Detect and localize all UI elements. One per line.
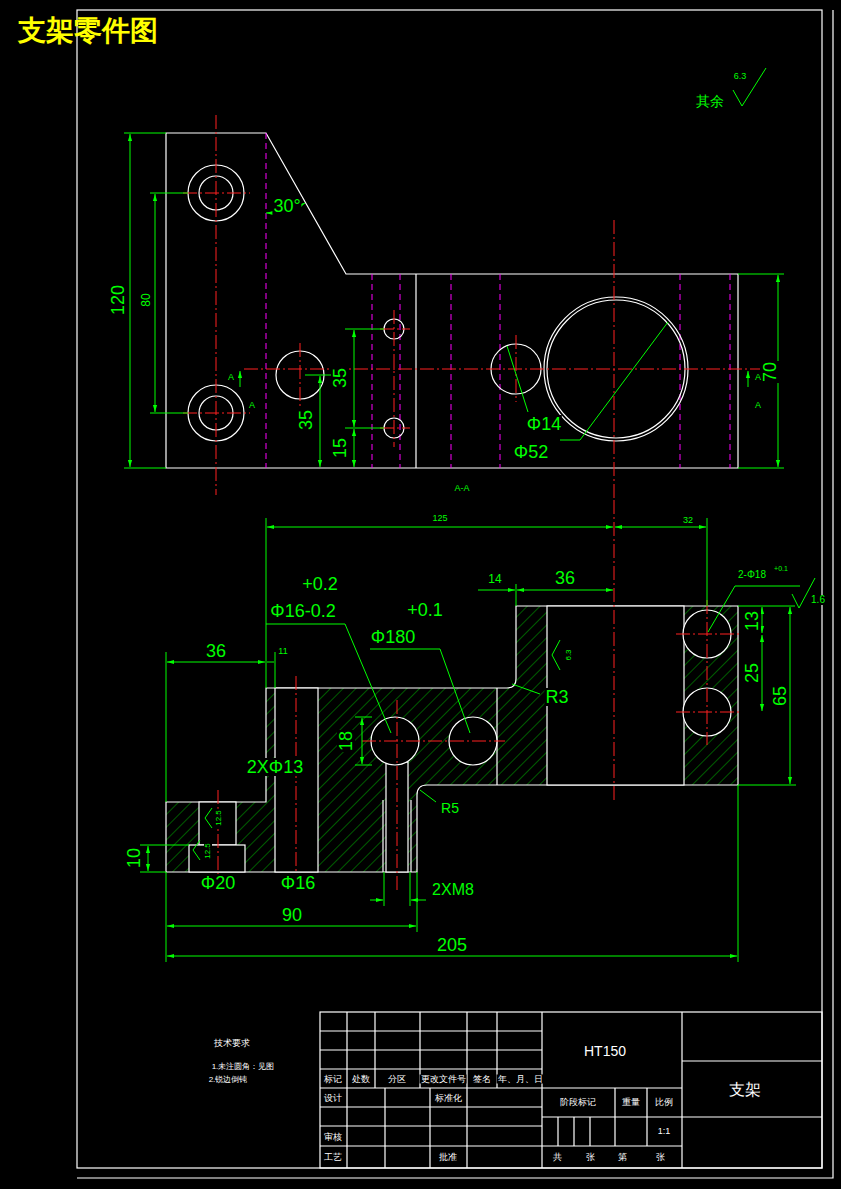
dimension: 15 [331,437,349,459]
roughness-note: 其余 [695,94,725,108]
table-cell: 设计 [323,1094,343,1103]
plan-dimensions [124,133,784,468]
section-mark: A [754,373,762,382]
section-dimensions [140,68,815,962]
dimension: 65 [771,685,789,707]
roughness-value: 1.6 [810,595,826,605]
dimension: 80 [140,292,152,307]
diameter-dimension: Φ14 [526,415,562,433]
radius-dimension: R3 [544,688,569,706]
angle-dimension: 30° [272,197,301,215]
table-cell: 分区 [387,1075,407,1084]
table-cell: 重量 [621,1098,641,1107]
drawing-title: 支架零件图 [18,16,158,47]
section-mark: A [227,373,235,382]
part-name: 支架 [728,1082,762,1098]
material: HT150 [583,1044,627,1058]
table-cell: 批准 [438,1153,458,1162]
table-cell: 张 [585,1153,596,1162]
roughness-value: 12.5 [215,809,223,827]
dimension: 125 [431,514,448,523]
section-mark: A [248,401,256,410]
dimension: 14 [487,573,502,585]
table-cell: 第 [617,1153,628,1162]
table-cell: 审核 [323,1133,343,1142]
table-cell: 工艺 [323,1153,343,1162]
roughness-value: 6.3 [565,648,573,661]
tolerance: +0.1 [406,601,444,619]
title-block [320,1012,822,1168]
radius-dimension: R5 [440,801,460,815]
dimension: 36 [205,642,227,660]
table-cell: 比例 [654,1098,674,1107]
section-name: A-A [453,484,470,493]
diameter-dimension: Φ52 [513,443,549,461]
dimension: 90 [281,906,303,924]
table-cell: 1:1 [657,1127,672,1136]
dimension: 36 [554,569,576,587]
note-line: 1.未注圆角：见图 [211,1063,276,1071]
table-cell: 处数 [351,1075,371,1084]
diameter-dimension: Φ16 [280,874,316,892]
table-cell: 标准化 [434,1094,463,1103]
table-cell: 年、月、日 [497,1075,544,1084]
tolerance: +0.1 [773,565,789,572]
note-line: 2.锐边倒钝 [208,1076,249,1084]
dimension: 10 [125,847,143,869]
section-mark: A [754,401,762,410]
diameter-dimension: Φ20 [200,874,236,892]
roughness-value: 12.5 [204,842,212,860]
plan-view [166,115,760,500]
table-cell: 阶段标记 [559,1098,597,1107]
table-cell: 更改文件号 [420,1075,467,1084]
dimension: 18 [337,730,355,752]
dimension: 70 [761,361,779,383]
thread-callout: 2XM8 [431,882,475,898]
dimension: 13 [743,610,761,632]
table-cell: 共 [552,1153,563,1162]
table-cell: 张 [655,1153,666,1162]
dimension: 35 [331,367,349,389]
table-cell: 签名 [472,1075,492,1084]
dimension: 35 [297,409,315,431]
diameter-dimension: 2-Φ18 [737,570,767,580]
dimension: 205 [436,936,468,954]
tolerance: +0.2 [301,575,339,593]
table-cell: 标记 [323,1075,343,1084]
sheet-frame [77,10,833,1178]
dimension: 32 [682,516,694,525]
diameter-dimension: Φ16-0.2 [269,602,336,620]
dimension: 11 [277,647,288,656]
notes-heading: 技术要求 [213,1039,251,1048]
hole-callout: 2XΦ13 [246,758,304,776]
dimension: 120 [109,284,127,316]
roughness-value: 6.3 [733,72,748,81]
diameter-dimension: Φ180 [370,628,416,646]
dimension: 25 [743,662,761,684]
section-view [166,500,740,890]
